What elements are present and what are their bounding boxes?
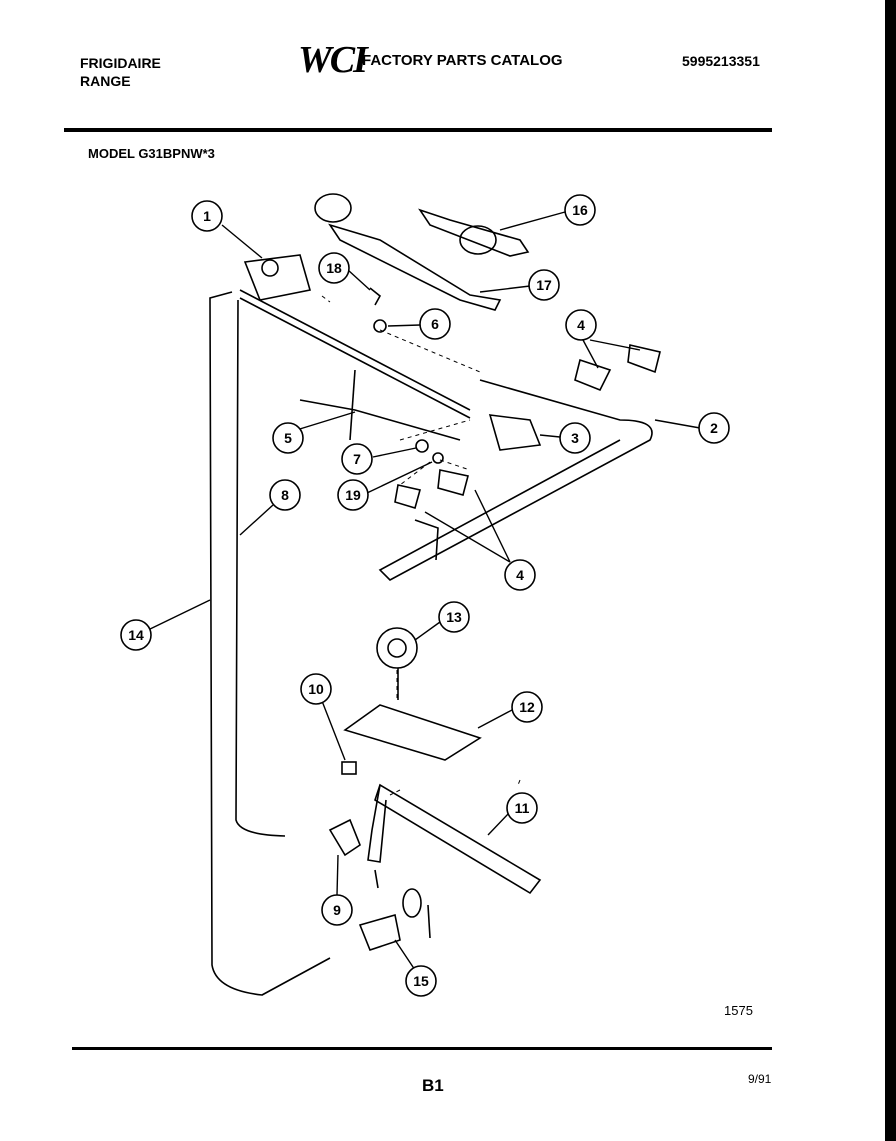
valve-4-top (574, 344, 661, 392)
svg-text:13: 13 (446, 609, 462, 625)
svg-text:7: 7 (353, 451, 361, 467)
valve-4-bottom (394, 469, 469, 510)
catalog-title: FACTORY PARTS CATALOG (362, 52, 563, 69)
wci-logo: WCI (298, 39, 368, 81)
callout-5: 5 (272, 422, 304, 454)
svg-text:5: 5 (284, 430, 292, 446)
regulator (243, 254, 312, 301)
svg-text:4: 4 (516, 567, 524, 583)
burner-cap-13 (376, 627, 418, 669)
washer-7 (415, 439, 429, 453)
svg-text:9: 9 (333, 902, 341, 918)
callout-11: 11 (506, 792, 538, 824)
svg-text:4: 4 (577, 317, 585, 333)
svg-text:6: 6 (431, 316, 439, 332)
product-type: RANGE (80, 73, 131, 89)
callout-1: 1 (191, 200, 223, 232)
callout-4-bottom: 4 (504, 559, 536, 591)
callout-9: 9 (321, 894, 353, 926)
brand-block: FRIGIDAIRE RANGE (80, 54, 161, 90)
gas-tube-8 (235, 299, 286, 837)
callout-15: 15 (405, 965, 437, 997)
diagram-number: 1575 (724, 1003, 753, 1018)
bracket (414, 519, 439, 561)
footer-rule (72, 1047, 772, 1050)
header-rule (64, 128, 772, 132)
svg-text:18: 18 (326, 260, 342, 276)
callout-14: 14 (120, 619, 152, 651)
clip-18 (369, 287, 382, 306)
callout-leaders (147, 211, 701, 971)
svg-text:1: 1 (203, 208, 211, 224)
callout-17: 17 (528, 269, 560, 301)
revision-date: 9/91 (748, 1072, 772, 1086)
svg-text:3: 3 (571, 430, 579, 446)
brand-name: FRIGIDAIRE (80, 55, 161, 71)
model-number: MODEL G31BPNW*3 (88, 146, 215, 161)
svg-text:16: 16 (572, 202, 588, 218)
gas-tube-14 (209, 291, 331, 996)
nut-6 (373, 319, 387, 333)
bracket-10 (341, 761, 357, 775)
catalog-part-number: 5995213351 (682, 53, 760, 69)
manifold-pipe-2 (378, 379, 653, 581)
baffle-12 (343, 704, 482, 761)
callout-2: 2 (698, 412, 730, 444)
burner-head-16 (459, 225, 497, 255)
burner-head-17 (314, 193, 352, 223)
svg-text:15: 15 (413, 973, 429, 989)
callout-16: 16 (564, 194, 596, 226)
callout-3: 3 (559, 422, 591, 454)
valve-3 (488, 414, 542, 451)
callout-13: 13 (438, 601, 470, 633)
callout-7: 7 (341, 443, 373, 475)
svg-text:12: 12 (519, 699, 535, 715)
svg-text:10: 10 (308, 681, 324, 697)
callout-6: 6 (419, 308, 451, 340)
burner-tube-5 (299, 399, 461, 441)
callout-12: 12 (511, 691, 543, 723)
callout-19: 19 (337, 479, 369, 511)
callout-4-top: 4 (565, 309, 597, 341)
svg-text:19: 19 (345, 487, 361, 503)
oven-burner-11 (374, 783, 542, 895)
svg-text:8: 8 (281, 487, 289, 503)
svg-text:11: 11 (515, 800, 530, 816)
callout-10: 10 (300, 673, 332, 705)
callout-18: 18 (318, 252, 350, 284)
manifold-pipe (239, 289, 471, 419)
svg-text:17: 17 (536, 277, 552, 293)
nut-19 (432, 452, 444, 464)
igniter-9 (328, 818, 361, 857)
svg-text:14: 14 (128, 627, 144, 643)
page-code: B1 (422, 1076, 444, 1095)
rear-tube (349, 369, 356, 441)
thermostat-15 (358, 913, 401, 951)
callout-8: 8 (269, 479, 301, 511)
svg-text:2: 2 (710, 420, 718, 436)
